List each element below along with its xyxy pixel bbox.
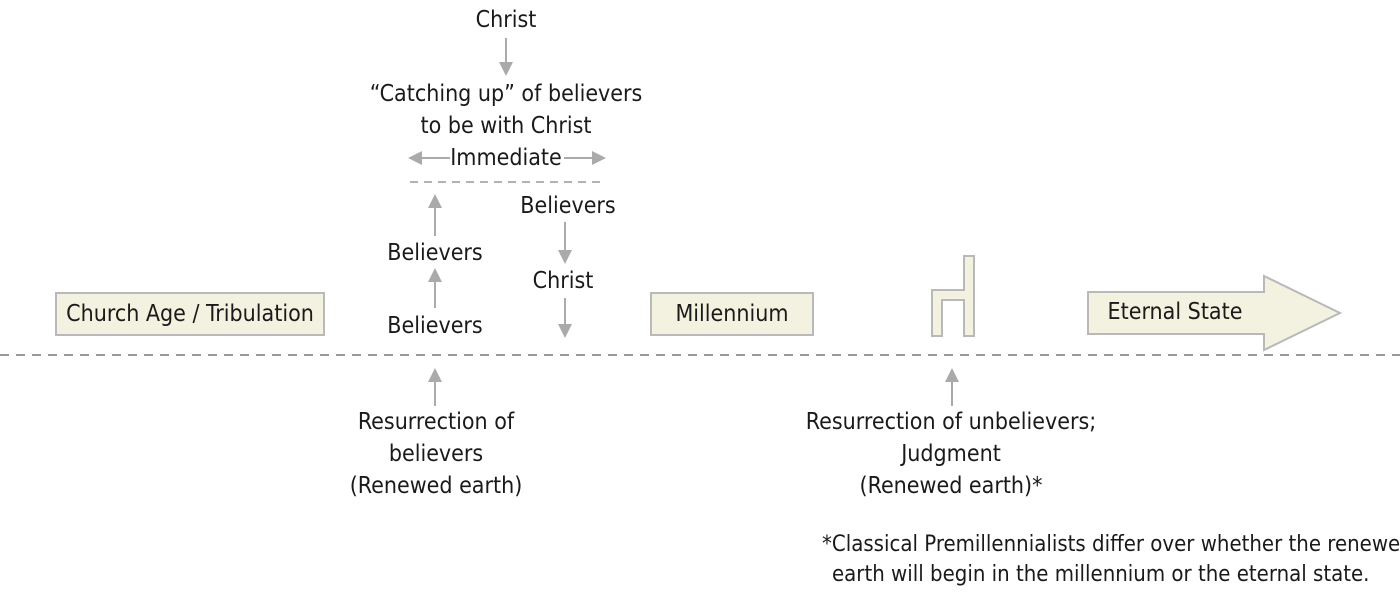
arrow-resurrection-believers-up	[428, 368, 442, 406]
resurrection-unbelievers-line3: (Renewed earth)*	[859, 473, 1043, 499]
catching-up-label-line2: to be with Christ	[420, 113, 592, 139]
arrow-believers-up-lower	[428, 268, 442, 308]
believers-right-label: Believers	[520, 193, 616, 219]
resurrection-unbelievers-line2: Judgment	[901, 441, 1001, 467]
church-age-box: Church Age / Tribulation	[55, 292, 325, 336]
believers-upper-label: Believers	[387, 240, 483, 266]
christ-top-label: Christ	[475, 7, 537, 33]
resurrection-believers-line2: believers	[388, 441, 484, 467]
believers-lower-label: Believers	[387, 313, 483, 339]
resurrection-believers-line3: (Renewed earth)	[349, 473, 523, 499]
arrow-christ-mid-down	[558, 298, 572, 338]
arrow-immediate-left	[408, 151, 450, 165]
eternal-state-arrow-shape	[1087, 274, 1343, 352]
resurrection-believers-line1: Resurrection of	[357, 409, 515, 435]
eternal-state-label: Eternal State	[1107, 299, 1243, 325]
footnote: *Classical Premillennialists differ over…	[822, 530, 1400, 590]
catching-up-label-line1: “Catching up” of believers	[369, 81, 643, 107]
arrow-immediate-right	[564, 151, 606, 165]
millennium-box: Millennium	[650, 292, 814, 336]
arrow-christ-down	[499, 38, 513, 76]
christ-mid-label: Christ	[532, 268, 594, 294]
resurrection-unbelievers-line1: Resurrection of unbelievers;	[805, 409, 1097, 435]
footnote-line2: earth will begin in the millennium or th…	[832, 562, 1370, 587]
arrow-believers-up-upper	[428, 194, 442, 236]
arrow-resurrection-unbelievers-up	[945, 368, 959, 406]
footnote-line1: *Classical Premillennialists differ over…	[822, 532, 1400, 557]
immediate-label: Immediate	[450, 145, 562, 171]
judgment-throne-icon	[931, 255, 975, 337]
arrow-believers-down	[558, 222, 572, 264]
